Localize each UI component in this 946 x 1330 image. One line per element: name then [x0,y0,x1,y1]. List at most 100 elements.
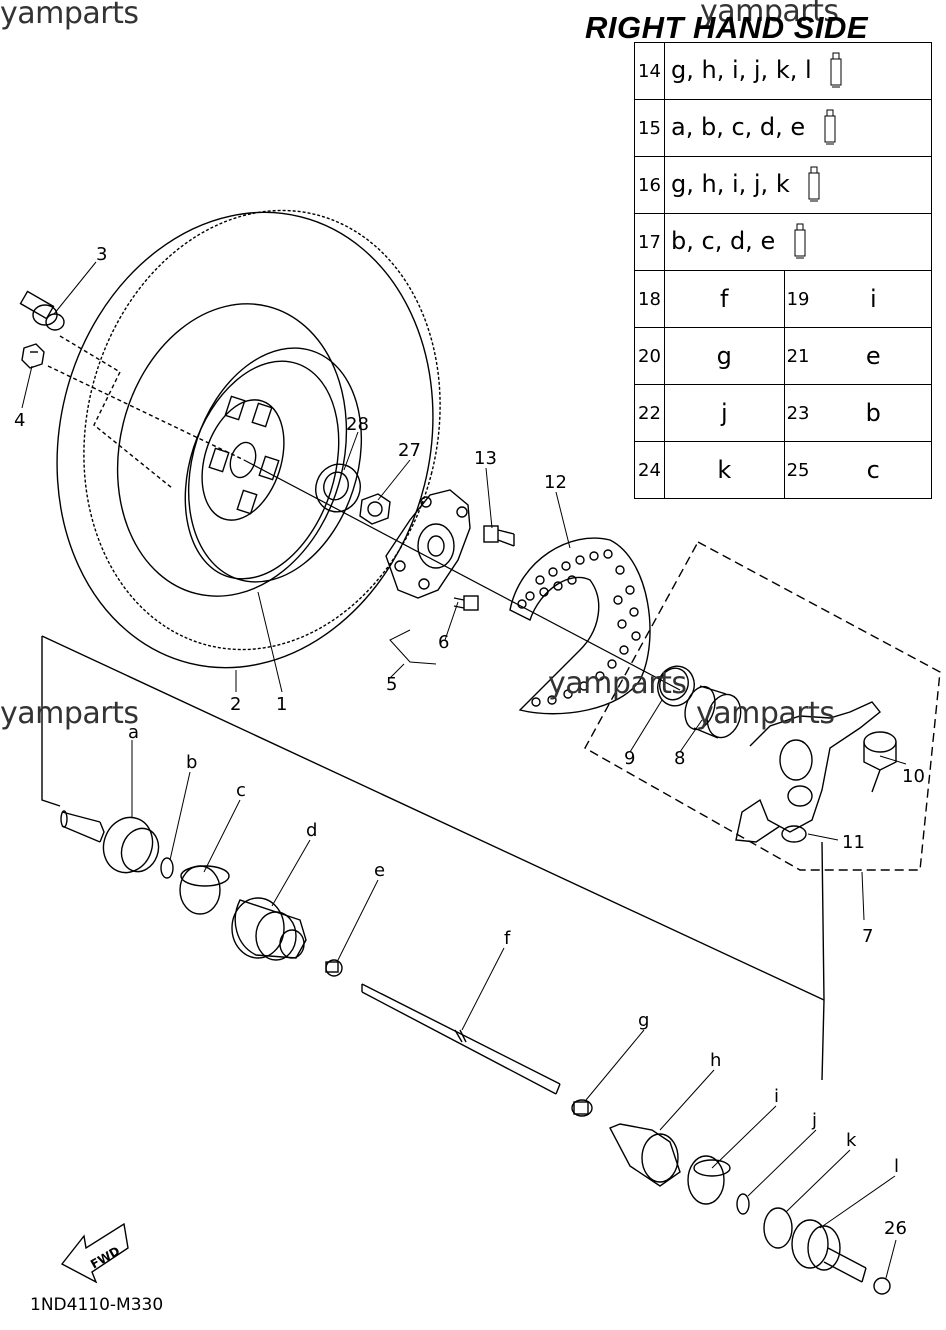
callout-4: 4 [14,410,25,431]
bolt-part-13 [483,525,515,547]
legend-number: 20 [634,327,665,385]
legend-parts-cell: b, c, d, e [664,213,932,271]
callout-5: 5 [386,674,397,695]
shaft-kit-icon [808,166,820,202]
legend-row: 14 g, h, i, j, k, l [634,42,932,100]
legend-row: 18 f 19 i [634,270,932,328]
legend-parts-cell: g, h, i, j, k, l [664,42,932,100]
legend-parts: g, h, i, j, k, l [671,56,812,84]
callout-26: 26 [884,1218,907,1239]
legend-number: 15 [634,99,665,157]
legend-number: 25 [783,441,816,499]
callout-g: g [638,1010,649,1031]
shaft-kit-icon [824,109,836,145]
legend-number: 14 [634,42,665,100]
callout-i: i [774,1086,779,1107]
callout-11: 11 [842,832,865,853]
callout-a: a [128,722,139,743]
callout-6: 6 [438,632,449,653]
callout-j: j [811,1110,817,1131]
callout-f: f [504,928,511,949]
callout-9: 9 [624,748,635,769]
legend-number: 22 [634,384,665,442]
legend-code: e [815,327,932,385]
shaft-bracket-left [41,636,61,807]
legend-number: 16 [634,156,665,214]
callout-l: l [894,1156,899,1177]
kit-legend-table: 14 g, h, i, j, k, l 15 a, b, c, d, e 16 … [634,42,932,499]
leader-lines [21,261,907,1279]
callout-h: h [710,1050,721,1071]
cv-joint-part-l [791,1219,867,1283]
legend-row: 24 k 25 c [634,441,932,499]
legend-number: 23 [783,384,816,442]
band-part-c [179,865,230,915]
legend-code: g [664,327,785,385]
fwd-label: FWD [88,1244,122,1272]
band-part-e [325,959,343,977]
legend-parts-cell: g, h, i, j, k [664,156,932,214]
callout-28: 28 [346,414,369,435]
knuckle-assembly-box [584,541,941,871]
nut-part-4 [21,343,45,369]
callout-d: d [306,820,317,841]
shaft-kit-icon [794,223,806,259]
legend-number: 17 [634,213,665,271]
legend-row: 20 g 21 e [634,327,932,385]
legend-row: 15 a, b, c, d, e [634,99,932,157]
wheel-rim [184,347,363,583]
circlip-part-11 [781,825,807,843]
legend-code: b [815,384,932,442]
legend-parts: a, b, c, d, e [671,113,806,141]
legend-row: 17 b, c, d, e [634,213,932,271]
tire [56,209,441,669]
legend-number: 24 [634,441,665,499]
legend-parts: g, h, i, j, k [671,170,790,198]
legend-code: j [664,384,785,442]
boot-part-h [609,1123,681,1187]
fwd-arrow-icon [60,1222,129,1284]
band-part-g [571,1099,593,1117]
watermark: yamparts [700,0,839,29]
callout-2: 2 [230,694,241,715]
legend-code: c [815,441,932,499]
callout-c: c [236,780,246,801]
callout-7: 7 [862,926,873,947]
boot-part-d [231,897,307,961]
watermark: yamparts [548,666,687,701]
bolt-part-6 [453,595,479,611]
watermark: yamparts [696,696,835,731]
callout-b: b [186,752,197,773]
cv-joint-part-a [60,810,160,874]
callout-13: 13 [474,448,497,469]
legend-parts: b, c, d, e [671,227,776,255]
bearing-part-8 [684,685,742,739]
legend-number: 21 [783,327,816,385]
watermark: yamparts [0,0,139,31]
callout-10: 10 [902,766,925,787]
legend-parts-cell: a, b, c, d, e [664,99,932,157]
diagram-code: 1ND4110-M330 [30,1295,164,1315]
legend-code: i [815,270,932,328]
legend-code: f [664,270,785,328]
legend-row: 22 j 23 b [634,384,932,442]
brake-disc-part-12 [509,537,651,715]
legend-row: 16 g, h, i, j, k [634,156,932,214]
legend-number: 18 [634,270,665,328]
valve-part-3 [19,290,65,331]
circlip-part-j [736,1193,750,1215]
steering-knuckle [735,701,881,843]
hub-part-5 [385,489,471,599]
callout-labels: 3 4 28 27 13 12 6 5 2 1 9 8 10 11 7 a b … [14,244,925,1239]
callout-1: 1 [276,694,287,715]
ball-joint-part-10 [863,731,897,793]
callout-8: 8 [674,748,685,769]
shaft-part-f [361,983,561,1095]
shaft-kit-icon [830,52,842,88]
band-part-i [687,1155,731,1205]
valve-dash-line [59,335,173,489]
callout-12: 12 [544,472,567,493]
circlip-part-26 [873,1277,891,1295]
nut-part-27 [359,493,391,525]
